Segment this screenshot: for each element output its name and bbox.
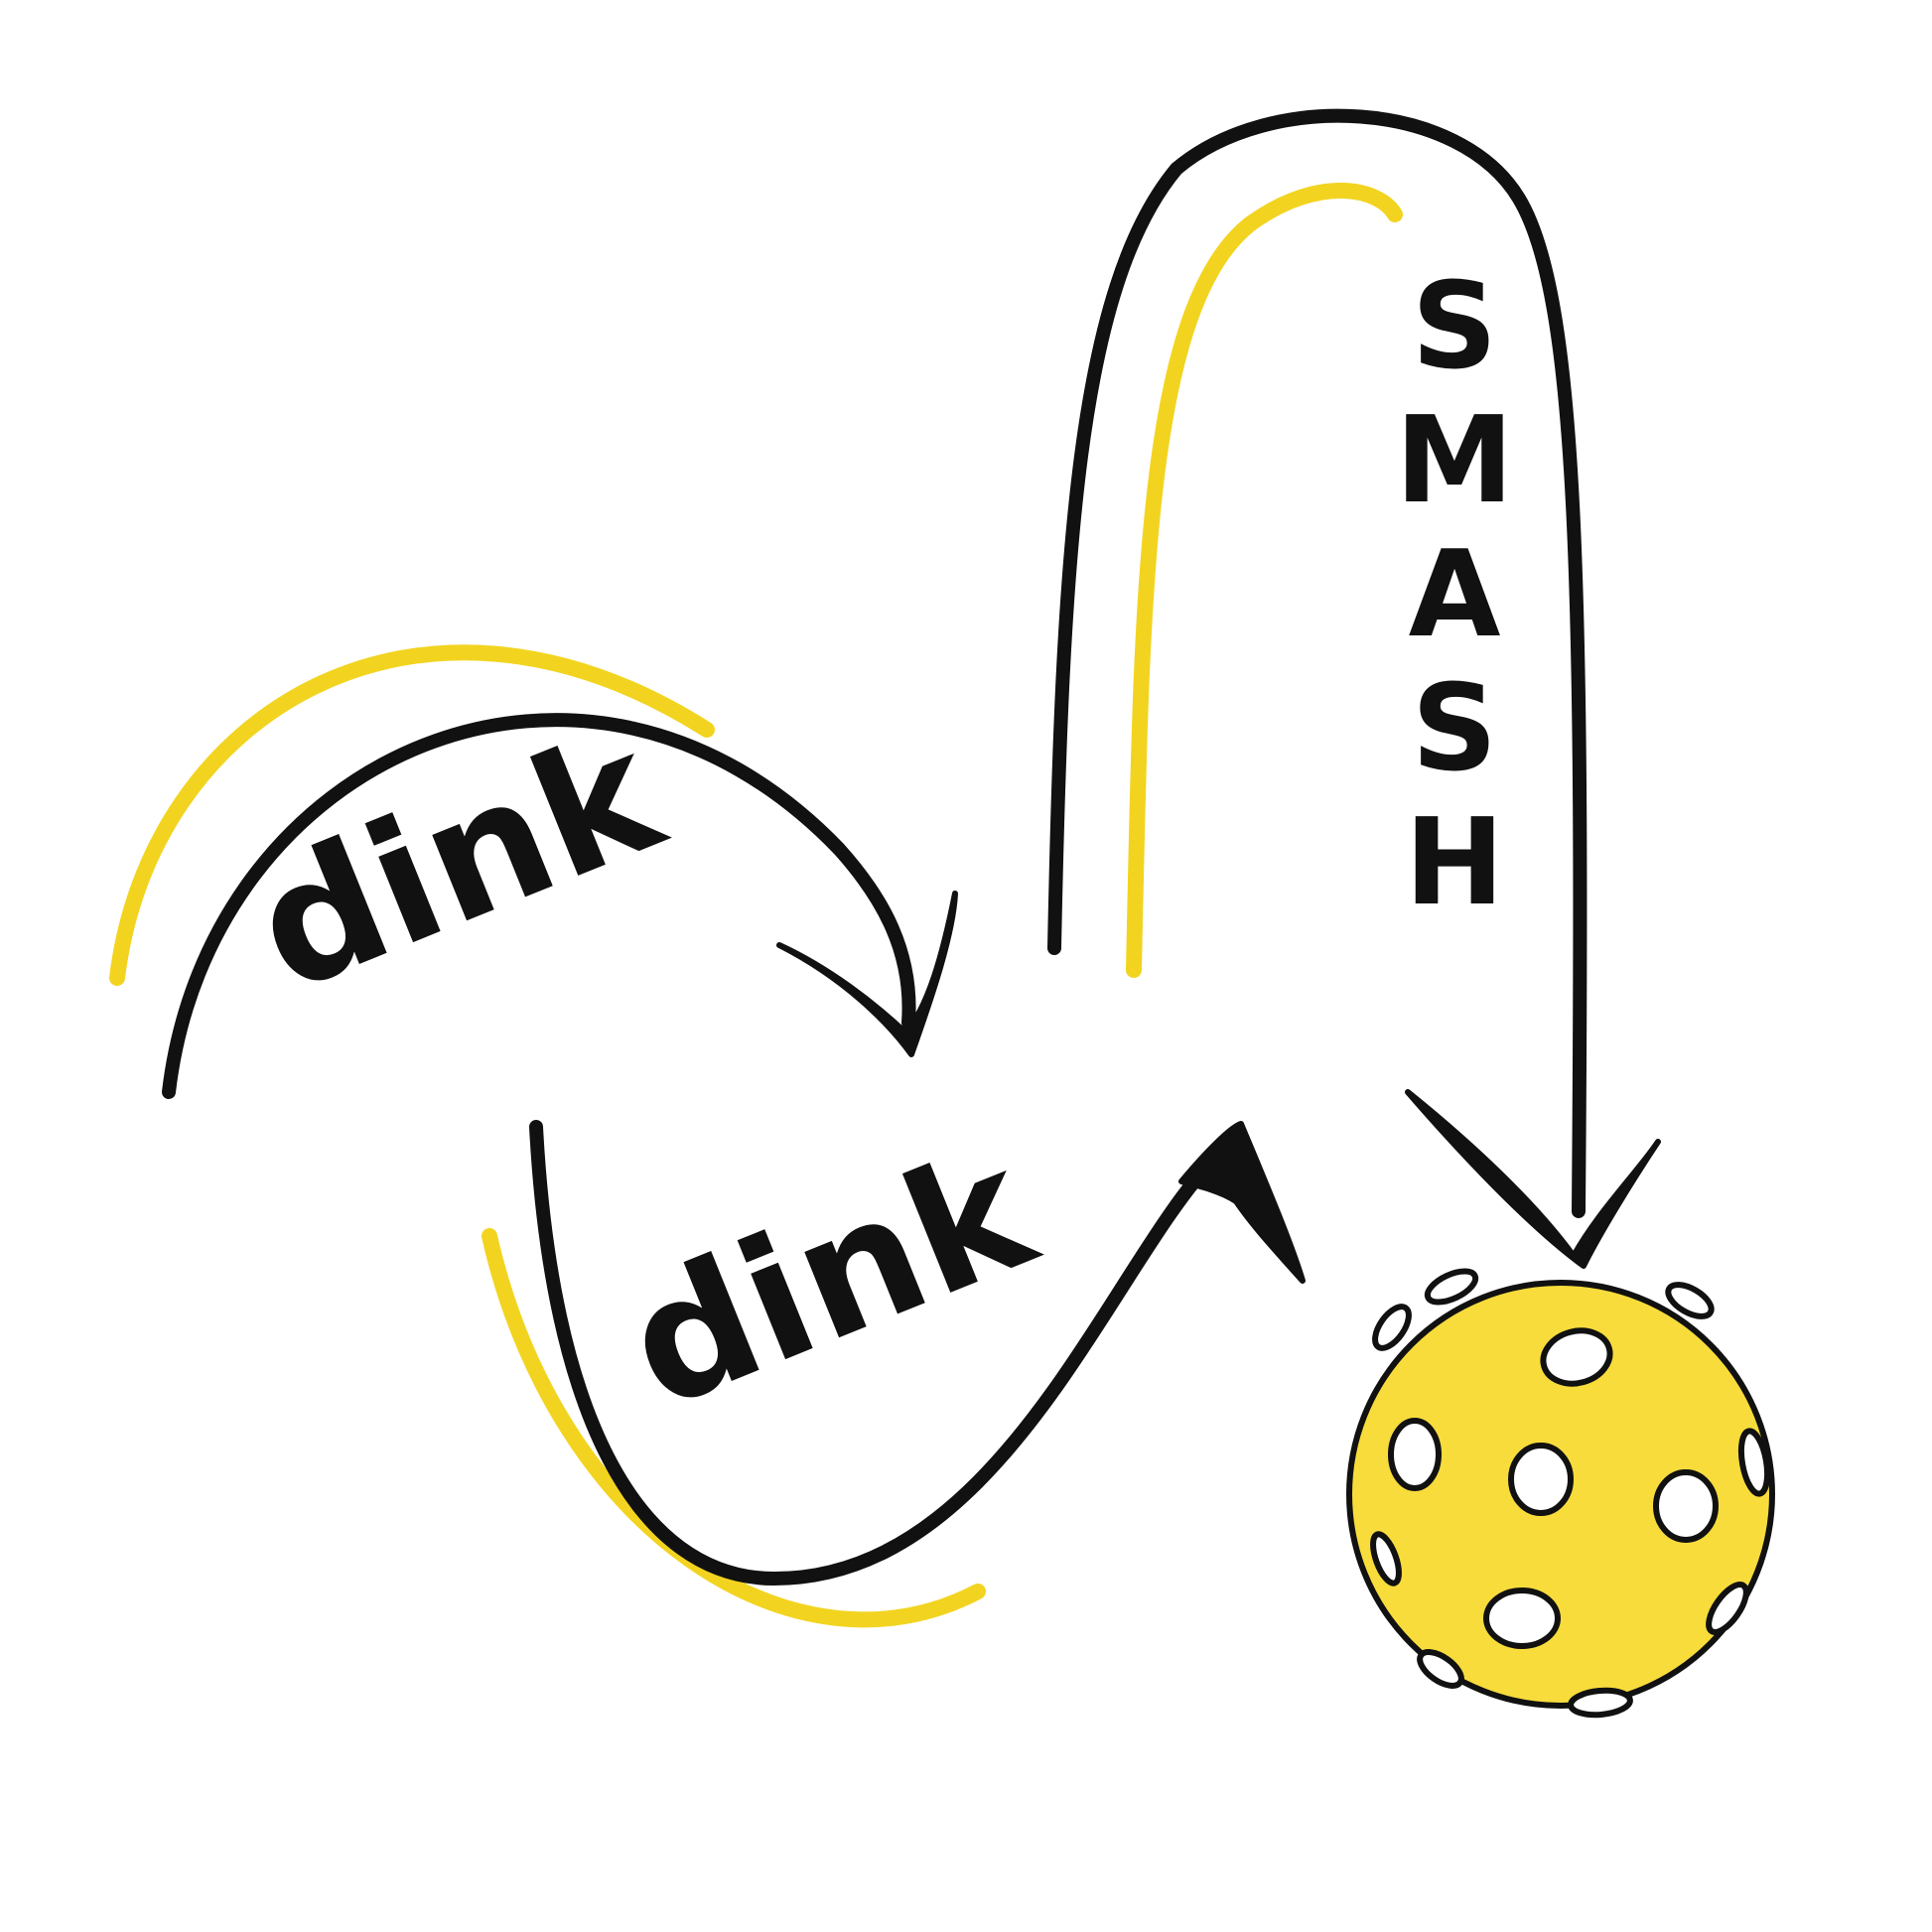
trajectory-arc-3 bbox=[1047, 108, 1587, 1218]
smash-letter: M bbox=[1395, 392, 1513, 530]
arrow-up-right-icon bbox=[1178, 1121, 1306, 1284]
pickleball-icon bbox=[1346, 1268, 1775, 1719]
smash-letter: S bbox=[1412, 660, 1497, 798]
smash-letter: A bbox=[1409, 526, 1501, 664]
arrow-down-right-icon bbox=[776, 891, 958, 1057]
arrow-down-icon bbox=[1405, 1089, 1661, 1269]
smash-letter: S bbox=[1412, 258, 1497, 396]
smash-letter: H bbox=[1405, 794, 1504, 932]
word-dink-1: dink bbox=[229, 693, 688, 1031]
accent-arc-1 bbox=[109, 644, 715, 986]
trajectory-arc-1 bbox=[162, 713, 916, 1099]
trajectory-arc-2 bbox=[529, 1120, 1223, 1587]
accent-arc-3 bbox=[1126, 183, 1403, 978]
word-dink-2: dink bbox=[602, 1110, 1060, 1448]
